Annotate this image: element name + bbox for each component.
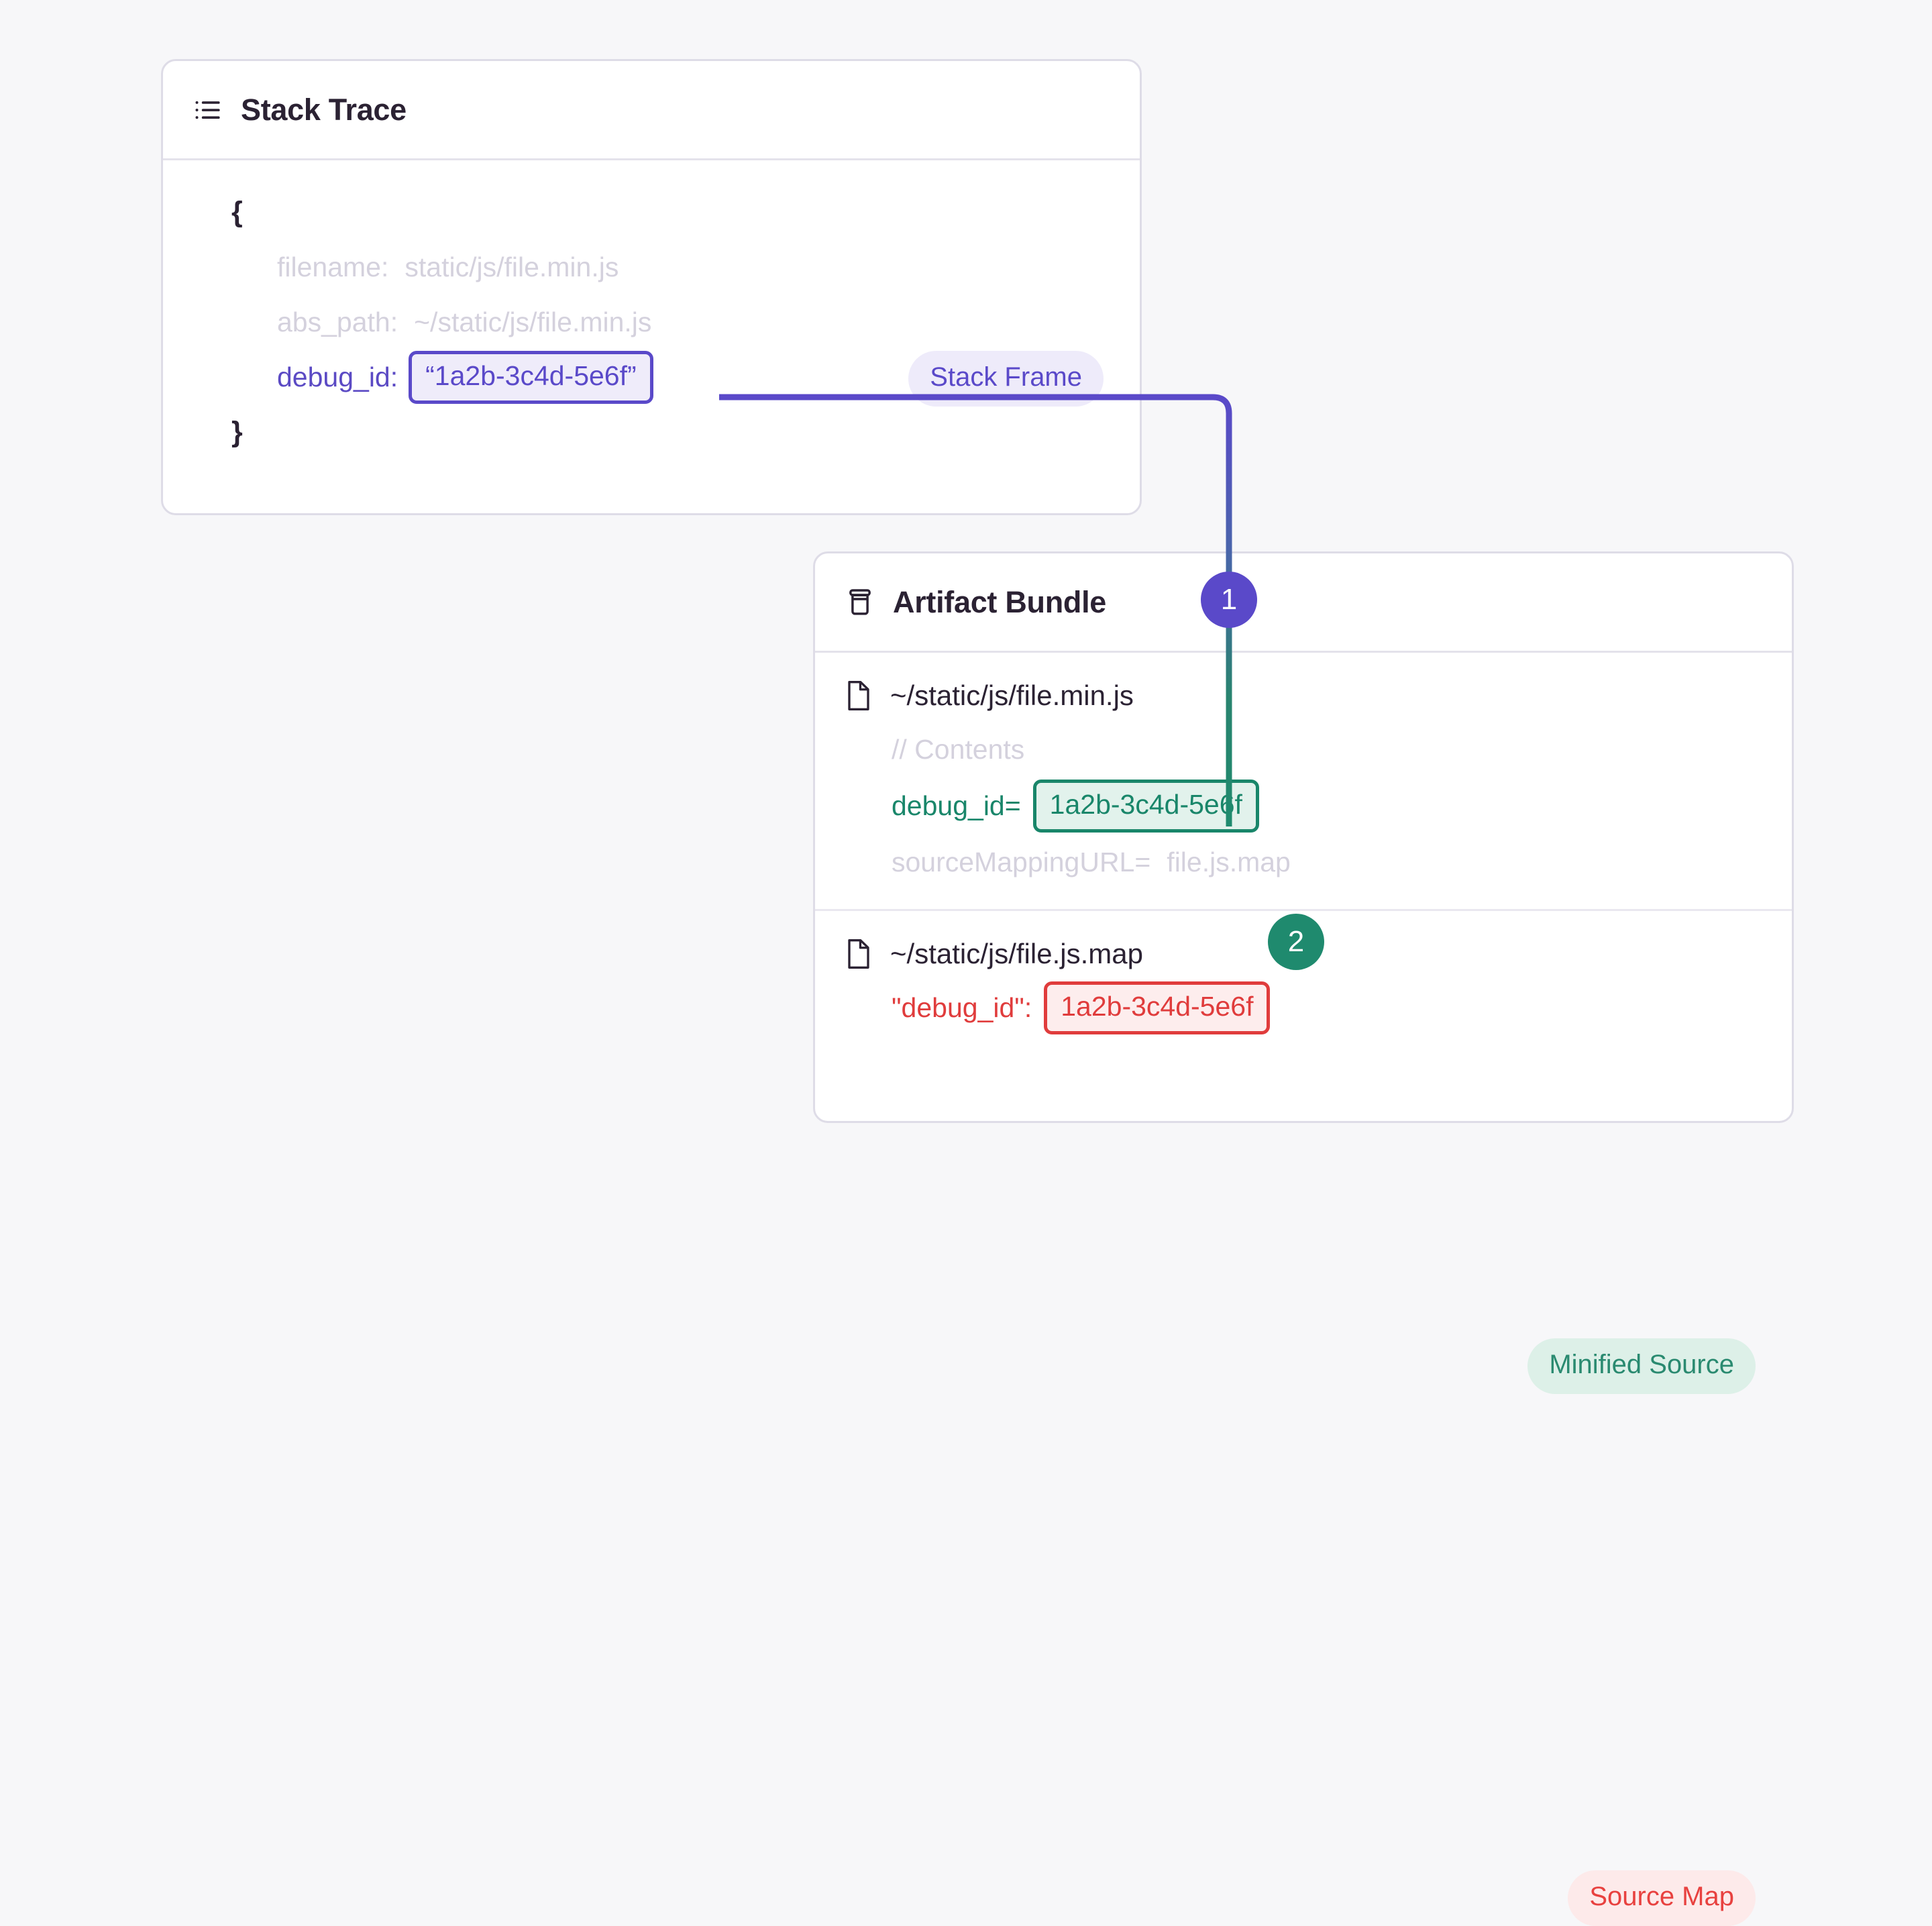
- artifact-section-divider: [815, 909, 1792, 911]
- artifact-file-minified-source: Minified Source ~/static/js/file.min.js …: [815, 653, 1792, 1394]
- sourcemap-debug-id-value-highlight[interactable]: 1a2b-3c4d-5e6f: [1044, 981, 1271, 1034]
- step-marker-1: 1: [1201, 572, 1257, 628]
- debug-id-value-highlight[interactable]: “1a2b-3c4d-5e6f”: [409, 350, 653, 404]
- sourcemap-debug-id-key: "debug_id":: [892, 992, 1032, 1023]
- filename-key: filename:: [277, 252, 389, 282]
- stack-trace-header: Stack Trace: [163, 61, 1140, 160]
- stack-trace-card: Stack Trace Stack Frame { filename: stat…: [161, 59, 1142, 515]
- file-row-minified[interactable]: ~/static/js/file.min.js: [845, 680, 1762, 712]
- source-mapping-url-value: file.js.map: [1167, 847, 1291, 877]
- artifact-bundle-card: Artifact Bundle Minified Source ~/static…: [813, 551, 1794, 1926]
- file-icon: [845, 680, 873, 711]
- minified-debug-id-key: debug_id=: [892, 790, 1021, 821]
- file-icon: [845, 939, 873, 969]
- code-line-close-brace: }: [193, 405, 1110, 460]
- source-mapping-url-key: sourceMappingURL=: [892, 847, 1151, 877]
- debug-id-key: debug_id:: [277, 362, 398, 392]
- status-badge-source-map: Source Map: [1568, 1870, 1756, 1926]
- artifact-bundle-title: Artifact Bundle: [893, 584, 1107, 619]
- file-row-sourcemap[interactable]: ~/static/js/file.js.map: [845, 938, 1762, 970]
- stack-trace-title: Stack Trace: [241, 92, 407, 127]
- line-sourcemap-debug-id: "debug_id": 1a2b-3c4d-5e6f: [845, 979, 1762, 1036]
- close-brace: }: [231, 416, 243, 448]
- abs-path-key: abs_path:: [277, 307, 398, 337]
- line-minified-debug-id: debug_id= 1a2b-3c4d-5e6f: [845, 778, 1762, 834]
- minified-debug-id-value-highlight[interactable]: 1a2b-3c4d-5e6f: [1032, 779, 1259, 833]
- artifact-bundle-header: Artifact Bundle: [815, 553, 1792, 653]
- step-marker-2: 2: [1268, 914, 1324, 970]
- stack-trace-body: Stack Frame { filename: static/js/file.m…: [163, 160, 1140, 460]
- code-line-abs-path: abs_path: ~/static/js/file.min.js: [193, 295, 1110, 350]
- code-line-filename: filename: static/js/file.min.js: [193, 239, 1110, 295]
- file-name-sourcemap: ~/static/js/file.js.map: [890, 938, 1143, 969]
- abs-path-value: ~/static/js/file.min.js: [414, 307, 652, 337]
- list-icon: [193, 95, 223, 125]
- filename-value: static/js/file.min.js: [405, 252, 619, 282]
- archive-icon: [845, 587, 875, 618]
- contents-comment: // Contents: [892, 734, 1025, 765]
- status-badge-minified-source: Minified Source: [1527, 1338, 1756, 1394]
- status-badge-stack-frame: Stack Frame: [908, 351, 1104, 407]
- line-contents-comment: // Contents: [845, 721, 1762, 778]
- diagram-canvas: Stack Trace Stack Frame { filename: stat…: [161, 59, 1794, 1926]
- file-name-minified: ~/static/js/file.min.js: [890, 680, 1134, 711]
- code-line-open-brace: {: [193, 184, 1110, 239]
- open-brace: {: [231, 196, 243, 228]
- code-line-debug-id: debug_id: “1a2b-3c4d-5e6f”: [193, 350, 1110, 405]
- line-source-mapping-url: sourceMappingURL= file.js.map: [845, 834, 1762, 890]
